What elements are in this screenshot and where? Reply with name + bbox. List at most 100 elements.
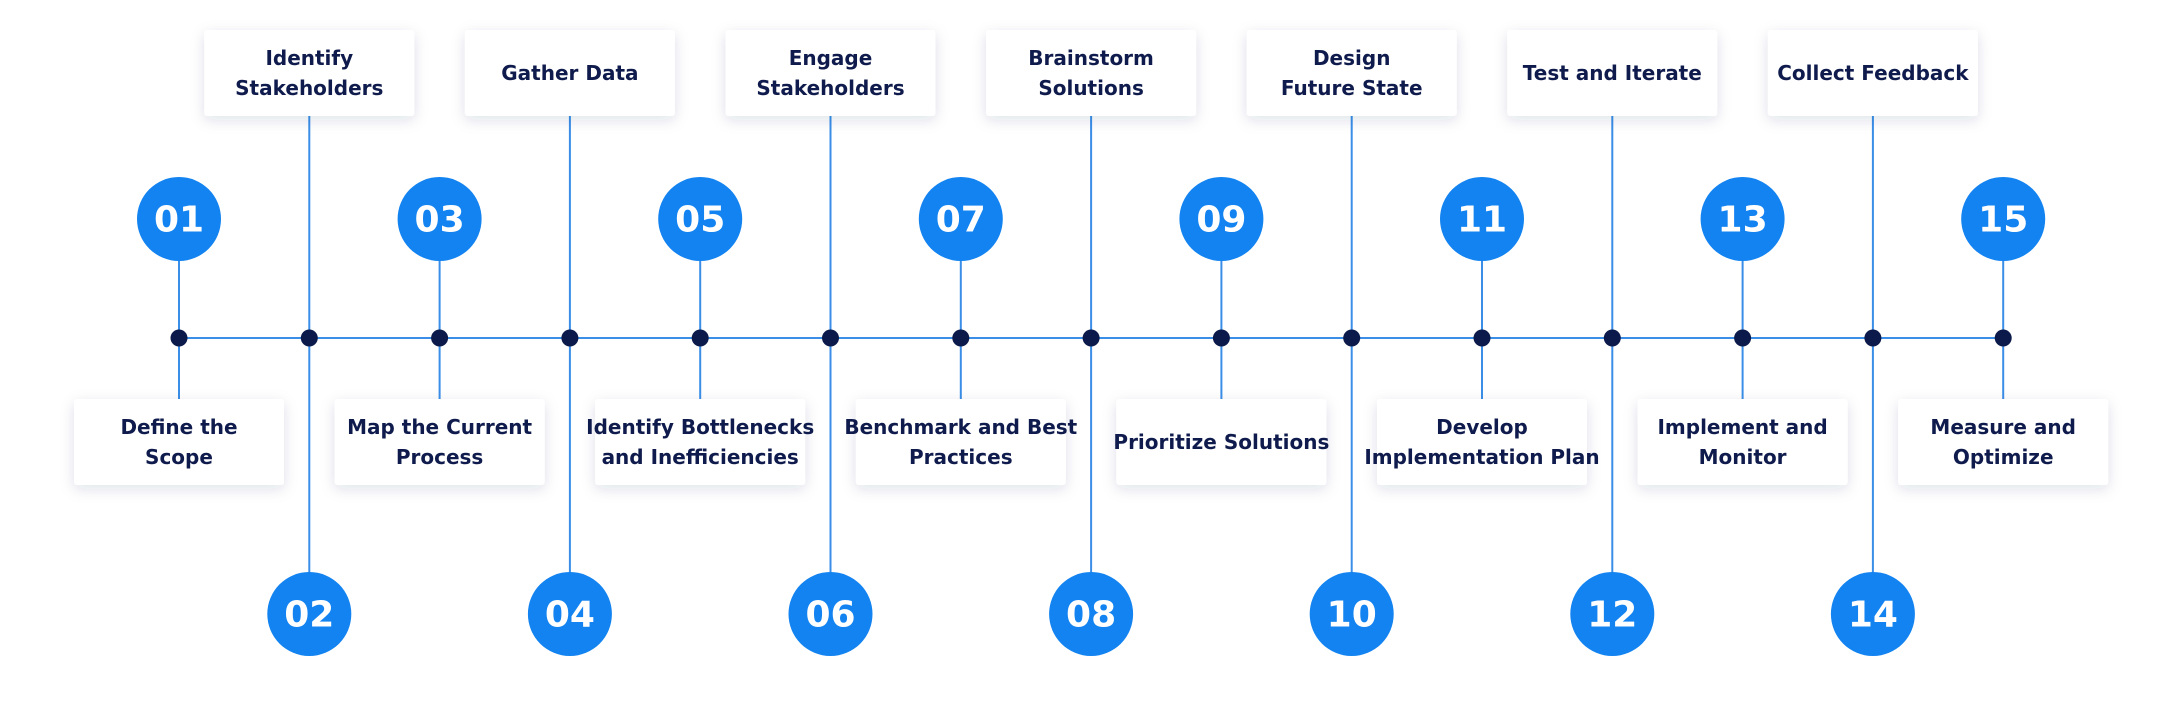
step-circle-12: 12 xyxy=(1570,572,1655,656)
timeline-dot-15 xyxy=(1994,329,2012,347)
step-card-box xyxy=(1116,399,1327,485)
step-card-box xyxy=(595,399,806,485)
step-circle-07: 07 xyxy=(918,177,1003,261)
step-number: 09 xyxy=(1196,200,1246,241)
step-card-box xyxy=(1507,30,1718,116)
step-circle-04: 04 xyxy=(527,572,612,656)
step-label-line: Develop xyxy=(1436,415,1528,439)
step-label-line: Brainstorm xyxy=(1028,46,1154,70)
step-label-line: Stakeholders xyxy=(756,76,904,100)
step-circle-01: 01 xyxy=(137,177,221,261)
step-label-line: Measure and xyxy=(1930,415,2076,439)
step-number-badge xyxy=(1700,177,1785,261)
timeline-dot-02 xyxy=(300,329,318,347)
step-circle-10: 10 xyxy=(1309,572,1394,656)
step-card-box xyxy=(1637,399,1848,485)
step-label-line: Collect Feedback xyxy=(1777,61,1969,85)
step-circle-05: 05 xyxy=(658,177,743,261)
step-label-line: Future State xyxy=(1281,76,1423,100)
step-number: 01 xyxy=(154,200,204,241)
timeline-dot-14 xyxy=(1864,329,1882,347)
step-number-badge xyxy=(1440,177,1524,261)
step-card-box xyxy=(74,399,284,485)
step-number-badge xyxy=(267,572,352,656)
step-circle-11: 11 xyxy=(1440,177,1524,261)
step-card-09: Prioritize Solutions xyxy=(1113,399,1329,485)
step-card-box xyxy=(986,30,1197,116)
step-card-05: Identify Bottlenecks and Inefficiencies xyxy=(586,399,814,485)
step-number-badge xyxy=(918,177,1003,261)
step-number: 08 xyxy=(1066,595,1116,636)
step-label-line: Define the xyxy=(120,415,237,439)
timeline-dot-06 xyxy=(822,329,839,347)
step-label-line: Prioritize Solutions xyxy=(1113,430,1329,454)
step-label-line: Engage xyxy=(789,46,873,70)
timeline-dot-01 xyxy=(170,329,188,347)
step-number-badge xyxy=(1570,572,1655,656)
step-card-box xyxy=(855,399,1066,485)
step-card-box xyxy=(725,30,936,116)
timeline-dot-12 xyxy=(1603,329,1621,347)
step-circle-02: 02 xyxy=(267,572,352,656)
step-label-line: Solutions xyxy=(1038,76,1144,100)
step-label-line: Benchmark and Best xyxy=(844,415,1077,439)
step-circle-09: 09 xyxy=(1179,177,1264,261)
step-card-box xyxy=(204,30,415,116)
step-card-box xyxy=(1898,399,2109,485)
step-label-line: Process xyxy=(396,445,484,469)
step-number: 04 xyxy=(545,595,595,636)
step-label-line: Gather Data xyxy=(501,61,638,85)
step-number-badge xyxy=(1309,572,1394,656)
step-number: 11 xyxy=(1457,200,1507,241)
step-label-line: Design xyxy=(1313,46,1390,70)
step-number-badge xyxy=(397,177,482,261)
timeline-dot-03 xyxy=(431,329,449,347)
step-card-box xyxy=(1767,30,1978,116)
step-label-line: and Inefficiencies xyxy=(602,445,799,469)
step-number-badge xyxy=(527,572,612,656)
step-number-circles: 01 02 03 04 05 06 07 08 09 10 11 12 13 14 15 xyxy=(137,177,2046,656)
step-circle-14: 14 xyxy=(1830,572,1915,656)
timeline-dot-05 xyxy=(691,329,709,347)
step-number: 10 xyxy=(1327,595,1377,636)
step-card-14: Collect Feedback xyxy=(1767,30,1978,116)
timeline-dot-09 xyxy=(1212,329,1230,347)
step-circle-15: 15 xyxy=(1961,177,2046,261)
step-number-badge xyxy=(1049,572,1134,656)
step-label-line: Test and Iterate xyxy=(1523,61,1702,85)
step-label-line: Implement and xyxy=(1657,415,1827,439)
step-label-line: Identify xyxy=(265,46,353,70)
step-number-badge xyxy=(658,177,743,261)
step-label-line: Implementation Plan xyxy=(1364,445,1599,469)
step-card-box xyxy=(334,399,545,485)
step-circle-13: 13 xyxy=(1700,177,1785,261)
step-number: 06 xyxy=(805,595,855,636)
step-label-line: Optimize xyxy=(1953,445,2054,469)
timeline-dot-07 xyxy=(952,329,970,347)
step-circle-03: 03 xyxy=(397,177,482,261)
step-number: 13 xyxy=(1718,200,1768,241)
timeline-dots xyxy=(170,329,2012,347)
timeline-dot-04 xyxy=(561,329,579,347)
step-number-badge xyxy=(788,572,873,656)
step-label-line: Map the Current xyxy=(347,415,532,439)
step-card-04: Gather Data xyxy=(464,30,675,116)
step-card-12: Test and Iterate xyxy=(1507,30,1718,116)
step-number: 02 xyxy=(284,595,334,636)
step-card-box xyxy=(464,30,675,116)
step-label-line: Identify Bottlenecks xyxy=(586,415,814,439)
step-number-badge xyxy=(1961,177,2046,261)
step-number-badge xyxy=(1179,177,1264,261)
step-number: 12 xyxy=(1587,595,1637,636)
